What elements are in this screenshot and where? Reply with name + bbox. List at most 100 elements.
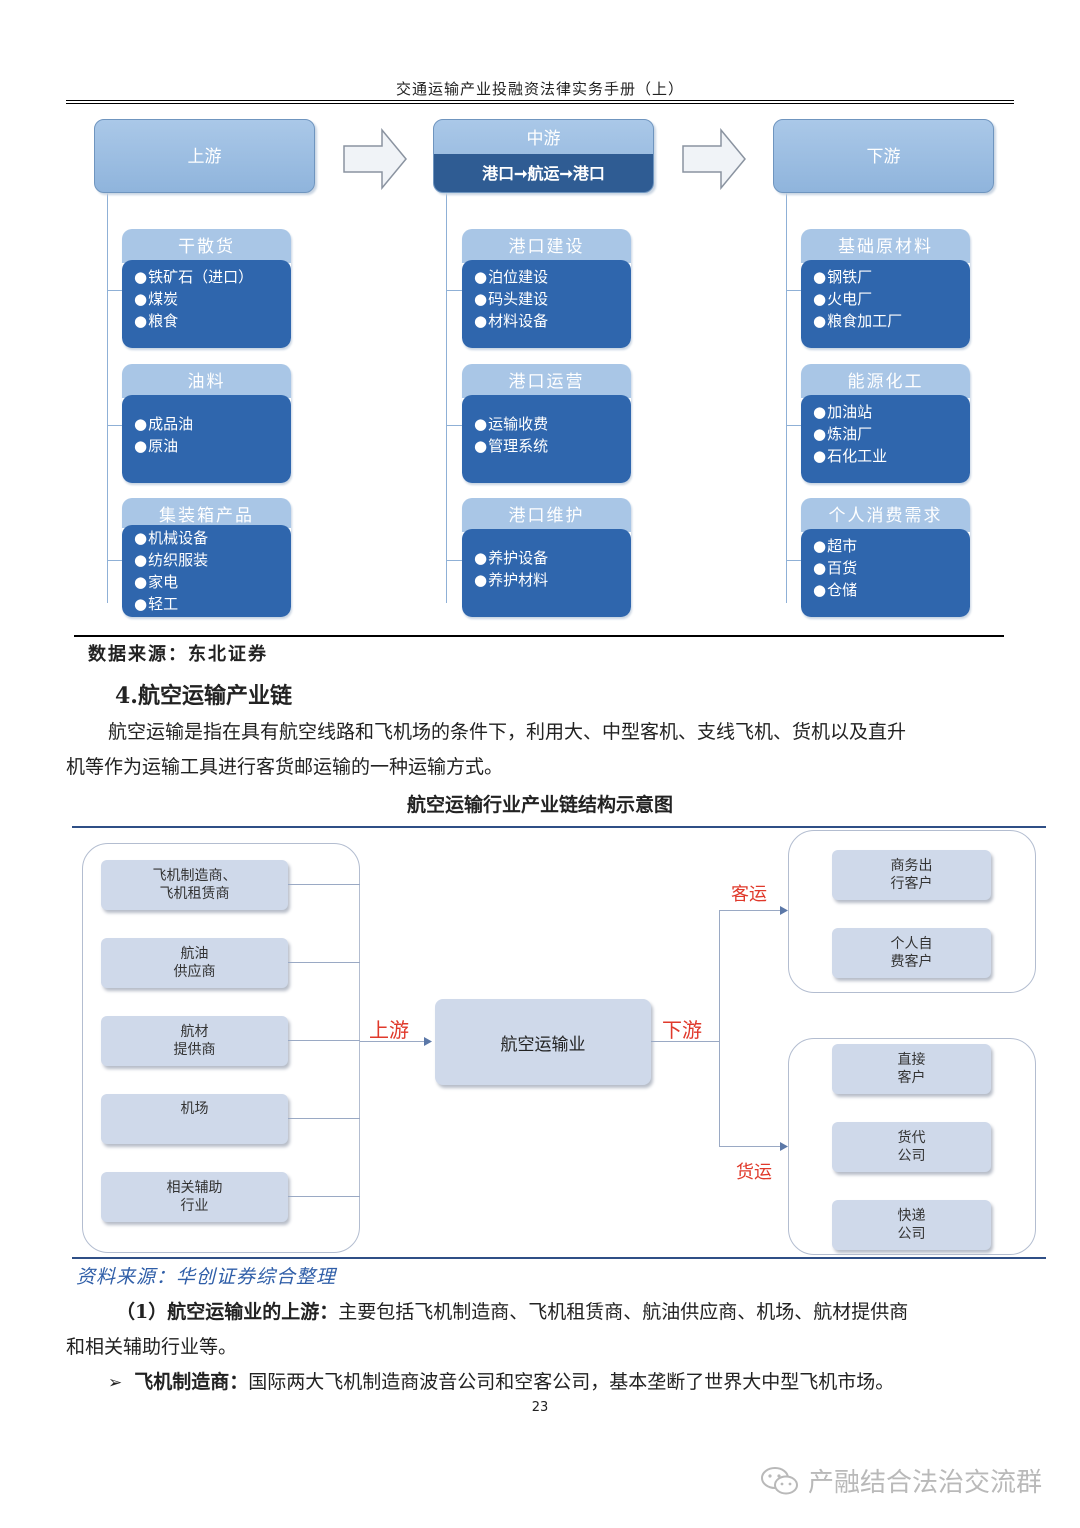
box-line: 客户 bbox=[897, 1070, 926, 1086]
connector-tick bbox=[107, 290, 123, 291]
bullet-arrow-icon: ➢ bbox=[108, 1373, 123, 1393]
connector-tick bbox=[446, 560, 462, 561]
downstream-link bbox=[651, 1041, 719, 1042]
downstream-label: 下游 bbox=[662, 1018, 702, 1042]
list-item: 煤炭 bbox=[134, 288, 279, 310]
upstream-label: 上游 bbox=[369, 1018, 409, 1042]
box-line: 供应商 bbox=[173, 964, 216, 980]
watermark: 产融结合法治交流群 bbox=[760, 1462, 1042, 1499]
manufacturer-bullet: ➢ 飞机制造商：国际两大飞机制造商波音公司和空客公司，基本垄断了世界大中型飞机市场… bbox=[108, 1364, 1028, 1401]
list-item: 百货 bbox=[813, 557, 958, 579]
box-line: 货代 bbox=[897, 1130, 926, 1146]
connector-tick bbox=[107, 425, 123, 426]
list-item: 成品油 bbox=[134, 413, 279, 435]
list-item: 铁矿石（进口） bbox=[134, 266, 279, 288]
page-number: 23 bbox=[531, 1400, 549, 1415]
list-item: 泊位建设 bbox=[474, 266, 619, 288]
connector bbox=[288, 1118, 360, 1119]
box-line: 行客户 bbox=[890, 876, 933, 892]
list-item: 码头建设 bbox=[474, 288, 619, 310]
bullet-lead: 飞机制造商： bbox=[134, 1371, 249, 1393]
connector-tick bbox=[786, 425, 802, 426]
wechat-icon bbox=[761, 1466, 798, 1494]
box-line: 航材 bbox=[180, 1024, 209, 1040]
header-rule bbox=[66, 100, 1014, 101]
list-item: 粮食 bbox=[134, 310, 279, 332]
box-line: 飞机制造商、 bbox=[152, 868, 237, 884]
express-company-box: 快递公司 bbox=[832, 1200, 991, 1250]
card-port-maintenance: 港口维护 养护设备 养护材料 bbox=[462, 498, 631, 617]
watermark-text: 产融结合法治交流群 bbox=[808, 1468, 1043, 1498]
card-title: 港口维护 bbox=[462, 498, 631, 532]
card-title: 基础原材料 bbox=[801, 229, 970, 263]
arrowhead-icon bbox=[424, 1037, 432, 1046]
upstream-box: 上游 bbox=[94, 119, 315, 193]
connector-tick bbox=[786, 290, 802, 291]
shipping-chain-diagram: 上游 中游 港口➞航运➞港口 下游 干散货 铁矿石（进口） 煤炭 粮食 油料 成… bbox=[0, 0, 1080, 640]
passenger-link bbox=[719, 910, 783, 911]
connector-tick bbox=[107, 560, 123, 561]
header-rule-2 bbox=[66, 103, 1014, 104]
list-item: 运输收费 bbox=[474, 413, 619, 435]
box-line: 快递 bbox=[897, 1208, 926, 1224]
midstream-box: 中游 港口➞航运➞港口 bbox=[433, 119, 654, 193]
chart-title: 航空运输行业产业链结构示意图 bbox=[406, 794, 673, 816]
card-items: 机械设备 纺织服装 家电 轻工 bbox=[122, 525, 291, 617]
upstream-paragraph-text: 主要包括飞机制造商、飞机租赁商、航油供应商、机场、航材提供商 bbox=[338, 1301, 909, 1323]
box-line: 行业 bbox=[180, 1198, 209, 1214]
box-line: 公司 bbox=[897, 1226, 926, 1242]
card-items: 泊位建设 码头建设 材料设备 bbox=[462, 260, 631, 348]
cargo-label: 货运 bbox=[736, 1162, 772, 1183]
upstream-paragraph-line2: 和相关辅助行业等。 bbox=[66, 1336, 238, 1358]
card-raw-materials: 基础原材料 钢铁厂 火电厂 粮食加工厂 bbox=[801, 229, 970, 348]
page-header: 交通运输产业投融资法律实务手册（上） bbox=[395, 80, 684, 98]
bullet-text: 国际两大飞机制造商波音公司和空客公司，基本垄断了世界大中型飞机市场。 bbox=[248, 1371, 895, 1393]
list-item: 机械设备 bbox=[134, 527, 279, 549]
card-port-construction: 港口建设 泊位建设 码头建设 材料设备 bbox=[462, 229, 631, 348]
list-item: 纺织服装 bbox=[134, 549, 279, 571]
right-arrow-icon bbox=[343, 128, 407, 190]
intro-line-2: 机等作为运输工具进行客货邮运输的一种运输方式。 bbox=[66, 756, 504, 778]
list-item: 钢铁厂 bbox=[813, 266, 958, 288]
list-item: 火电厂 bbox=[813, 288, 958, 310]
card-port-operation: 港口运营 运输收费 管理系统 bbox=[462, 364, 631, 483]
card-energy-chemical: 能源化工 加油站 炼油厂 石化工业 bbox=[801, 364, 970, 483]
list-item: 养护设备 bbox=[474, 547, 619, 569]
material-provider-box: 航材提供商 bbox=[101, 1016, 288, 1066]
diagram1-bottom-rule bbox=[74, 635, 1004, 637]
card-items: 加油站 炼油厂 石化工业 bbox=[801, 395, 970, 483]
col1-connector bbox=[107, 193, 108, 603]
diagram1-source: 数据来源：东北证券 bbox=[88, 644, 268, 665]
aviation-industry-box: 航空运输业 bbox=[435, 999, 651, 1085]
connector bbox=[288, 1040, 360, 1041]
card-items: 成品油 原油 bbox=[122, 395, 291, 483]
card-title: 干散货 bbox=[122, 229, 291, 263]
list-item: 仓储 bbox=[813, 579, 958, 601]
card-container: 集装箱产品 机械设备 纺织服装 家电 轻工 bbox=[122, 498, 291, 617]
connector-tick bbox=[786, 560, 802, 561]
card-title: 集装箱产品 bbox=[122, 498, 291, 528]
list-item: 材料设备 bbox=[474, 310, 619, 332]
auxiliary-industry-box: 相关辅助行业 bbox=[101, 1172, 288, 1222]
card-title: 港口运营 bbox=[462, 364, 631, 398]
list-item: 养护材料 bbox=[474, 569, 619, 591]
col3-connector bbox=[786, 193, 787, 603]
card-items: 运输收费 管理系统 bbox=[462, 395, 631, 483]
card-title: 港口建设 bbox=[462, 229, 631, 263]
box-line: 航油 bbox=[180, 946, 209, 962]
list-item: 石化工业 bbox=[813, 445, 958, 467]
upstream-link bbox=[360, 1041, 428, 1042]
aircraft-manufacturer-box: 飞机制造商、飞机租赁商 bbox=[101, 860, 288, 910]
airport-box: 机场 bbox=[101, 1094, 288, 1144]
card-items: 超市 百货 仓储 bbox=[801, 529, 970, 617]
direct-customer-box: 直接客户 bbox=[832, 1044, 991, 1094]
section-heading: 4.航空运输产业链 bbox=[115, 683, 292, 709]
cargo-link bbox=[719, 1146, 783, 1147]
card-items: 铁矿石（进口） 煤炭 粮食 bbox=[122, 260, 291, 348]
midstream-flow: 港口➞航运➞港口 bbox=[434, 154, 653, 192]
arrowhead-icon bbox=[780, 1142, 788, 1151]
col2-connector bbox=[446, 193, 447, 603]
list-item: 家电 bbox=[134, 571, 279, 593]
list-item: 轻工 bbox=[134, 593, 279, 615]
upstream-paragraph-lead: （1）航空运输业的上游： bbox=[116, 1301, 339, 1323]
